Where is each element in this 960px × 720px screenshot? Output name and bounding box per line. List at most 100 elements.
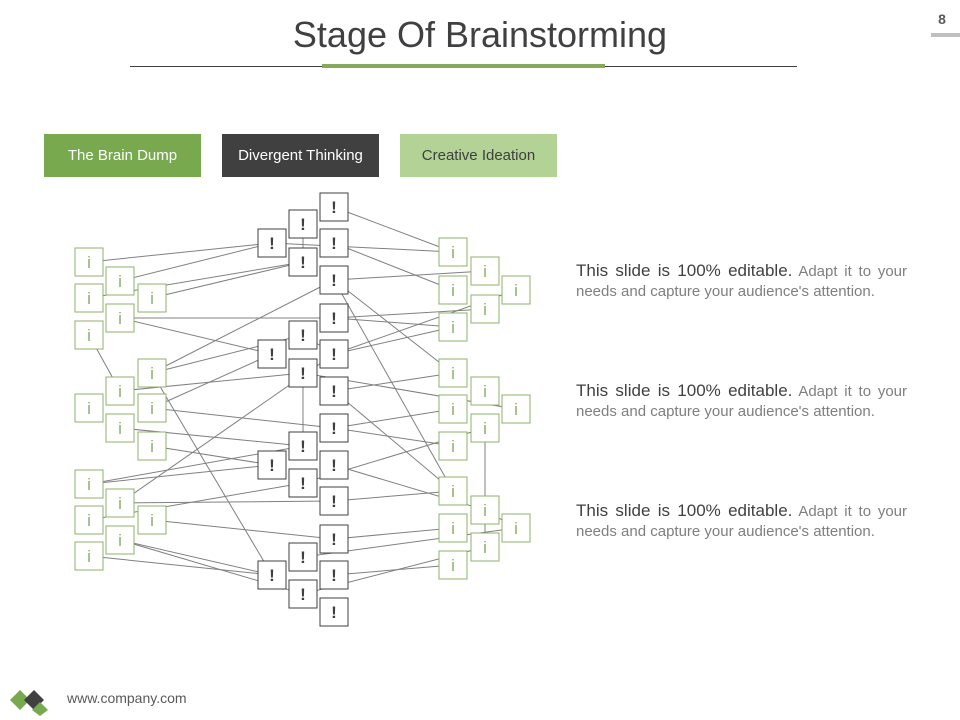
svg-text:i: i bbox=[118, 419, 122, 438]
idea-node-icon: ! bbox=[319, 228, 349, 258]
info-node-icon: i bbox=[74, 320, 104, 350]
svg-text:!: ! bbox=[269, 345, 275, 364]
info-node-icon: i bbox=[137, 505, 167, 535]
svg-text:i: i bbox=[87, 511, 91, 530]
info-node-icon: i bbox=[438, 275, 468, 305]
svg-text:!: ! bbox=[331, 603, 337, 622]
page-number-bar bbox=[931, 33, 960, 37]
info-node-icon: i bbox=[105, 488, 135, 518]
connector-line bbox=[333, 206, 454, 253]
connector-line bbox=[333, 408, 454, 429]
connector-line bbox=[333, 427, 454, 447]
svg-text:i: i bbox=[87, 289, 91, 308]
svg-text:i: i bbox=[87, 253, 91, 272]
text-block-body: Adapt it to your needs and capture your … bbox=[576, 263, 907, 300]
svg-text:i: i bbox=[150, 511, 154, 530]
info-node-icon: i bbox=[501, 513, 531, 543]
idea-node-icon: ! bbox=[319, 560, 349, 590]
idea-node-icon: ! bbox=[319, 450, 349, 480]
svg-text:i: i bbox=[87, 475, 91, 494]
info-node-icon: i bbox=[470, 294, 500, 324]
text-block-lead: This slide is 100% editable. bbox=[576, 501, 793, 520]
idea-node-icon: ! bbox=[288, 320, 318, 350]
text-block-lead: This slide is 100% editable. bbox=[576, 381, 793, 400]
svg-text:!: ! bbox=[300, 326, 306, 345]
text-block-body: Adapt it to your needs and capture your … bbox=[576, 383, 907, 420]
svg-text:!: ! bbox=[331, 419, 337, 438]
connector-line bbox=[333, 270, 486, 281]
info-node-icon: i bbox=[137, 431, 167, 461]
idea-node-icon: ! bbox=[319, 265, 349, 295]
info-node-icon: i bbox=[74, 283, 104, 313]
idea-node-icon: ! bbox=[257, 228, 287, 258]
svg-text:!: ! bbox=[300, 548, 306, 567]
info-node-icon: i bbox=[438, 476, 468, 506]
svg-text:i: i bbox=[514, 400, 518, 419]
text-block-3: This slide is 100% editable. Adapt it to… bbox=[576, 501, 907, 541]
connector-line bbox=[151, 279, 335, 374]
svg-text:!: ! bbox=[331, 566, 337, 585]
svg-text:!: ! bbox=[331, 345, 337, 364]
idea-node-icon: ! bbox=[288, 431, 318, 461]
info-node-icon: i bbox=[137, 393, 167, 423]
idea-node-icon: ! bbox=[319, 376, 349, 406]
svg-text:!: ! bbox=[300, 253, 306, 272]
svg-text:i: i bbox=[514, 519, 518, 538]
svg-text:!: ! bbox=[300, 215, 306, 234]
info-node-icon: i bbox=[438, 358, 468, 388]
svg-text:i: i bbox=[451, 243, 455, 262]
svg-text:!: ! bbox=[331, 198, 337, 217]
svg-text:i: i bbox=[483, 538, 487, 557]
svg-text:i: i bbox=[150, 364, 154, 383]
idea-node-icon: ! bbox=[319, 303, 349, 333]
idea-node-icon: ! bbox=[319, 597, 349, 627]
idea-node-icon: ! bbox=[288, 358, 318, 388]
info-node-icon: i bbox=[105, 266, 135, 296]
info-node-icon: i bbox=[74, 393, 104, 423]
svg-text:i: i bbox=[451, 400, 455, 419]
svg-text:i: i bbox=[514, 281, 518, 300]
connector-line bbox=[119, 242, 273, 282]
svg-text:i: i bbox=[451, 482, 455, 501]
idea-node-icon: ! bbox=[319, 192, 349, 222]
connector-line bbox=[333, 326, 454, 355]
company-logo-icon bbox=[10, 690, 48, 716]
svg-text:!: ! bbox=[331, 234, 337, 253]
info-node-icon: i bbox=[105, 525, 135, 555]
svg-text:!: ! bbox=[269, 456, 275, 475]
svg-text:i: i bbox=[451, 556, 455, 575]
connector-line bbox=[333, 317, 454, 328]
connector-line bbox=[151, 445, 273, 466]
idea-node-icon: ! bbox=[288, 209, 318, 239]
connector-line bbox=[151, 407, 335, 429]
connector-line bbox=[151, 519, 335, 540]
idea-node-icon: ! bbox=[288, 579, 318, 609]
connector-line bbox=[333, 527, 454, 540]
svg-text:i: i bbox=[483, 262, 487, 281]
connector-line bbox=[88, 242, 273, 263]
connector-line bbox=[88, 464, 273, 485]
svg-text:i: i bbox=[87, 399, 91, 418]
text-block-2: This slide is 100% editable. Adapt it to… bbox=[576, 381, 907, 421]
text-block-lead: This slide is 100% editable. bbox=[576, 261, 793, 280]
tab-divergent-thinking: Divergent Thinking bbox=[222, 134, 379, 177]
connector-line bbox=[333, 390, 454, 492]
page-number: 8 bbox=[938, 11, 946, 27]
footer-url: www.company.com bbox=[67, 690, 187, 706]
idea-node-icon: ! bbox=[319, 413, 349, 443]
info-node-icon: i bbox=[105, 303, 135, 333]
info-node-icon: i bbox=[501, 275, 531, 305]
svg-text:i: i bbox=[483, 300, 487, 319]
connector-line bbox=[333, 564, 454, 576]
info-node-icon: i bbox=[438, 550, 468, 580]
info-node-icon: i bbox=[438, 237, 468, 267]
idea-node-icon: ! bbox=[288, 542, 318, 572]
info-node-icon: i bbox=[74, 505, 104, 535]
svg-text:!: ! bbox=[331, 271, 337, 290]
connector-line bbox=[333, 279, 454, 492]
svg-text:i: i bbox=[483, 382, 487, 401]
info-node-icon: i bbox=[105, 413, 135, 443]
svg-text:i: i bbox=[118, 531, 122, 550]
svg-text:i: i bbox=[150, 437, 154, 456]
